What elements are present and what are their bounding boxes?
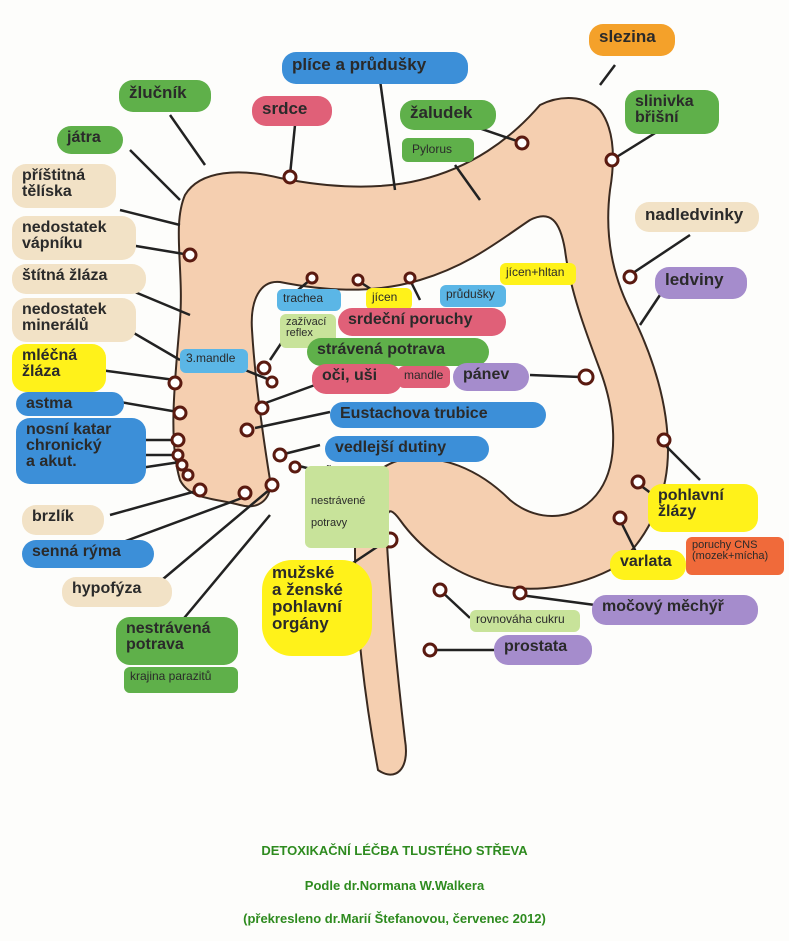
label-nadledvinky: nadledvinky <box>635 202 759 232</box>
label-srdecni: srdeční poruchy <box>338 308 506 336</box>
label-jicen: jícen <box>366 288 412 310</box>
label-panev: pánev <box>453 363 529 391</box>
label-varlata: varlata <box>610 550 686 580</box>
label-pylorus: Pylorus <box>402 138 474 162</box>
label-hypofyza: hypofýza <box>62 577 172 607</box>
footer-credit: (překresleno dr.Marií Štefanovou, červen… <box>243 911 546 926</box>
label-pristitna: příštitná tělíska <box>12 164 116 208</box>
footer-title: DETOXIKAČNÍ LÉČBA TLUSTÉHO STŘEVA <box>261 843 528 858</box>
label-jicen-hltan: jícen+hltan <box>500 263 576 285</box>
label-eustachova: Eustachova trubice <box>330 402 546 428</box>
footer-author: Podle dr.Normana W.Walkera <box>304 878 485 893</box>
label-slinivka: slinivka břišní <box>625 90 719 134</box>
label-nestravena-potrava: nestrávená potrava <box>116 617 238 665</box>
label-prudusky: průdušky <box>440 285 506 307</box>
label-vapnik: nedostatek vápníku <box>12 216 136 260</box>
label-ledviny: ledviny <box>655 267 747 299</box>
label-mocovy: močový měchýř <box>592 595 758 625</box>
label-senna: senná rýma <box>22 540 154 568</box>
label-brzlik: brzlík <box>22 505 104 535</box>
label-muzske: mužské a ženské pohlavní orgány <box>262 560 372 656</box>
label-zlucnik: žlučník <box>119 80 211 112</box>
label-zaludek: žaludek <box>400 100 496 130</box>
label-parazitu: krajina parazitů <box>124 667 238 693</box>
label-slezina: slezina <box>589 24 675 56</box>
label-mlecna: mléčná žláza <box>12 344 106 392</box>
label-katar: nosní katar chronický a akut. <box>16 418 146 484</box>
label-prostata: prostata <box>494 635 592 665</box>
label-dutiny: vedlejší dutiny <box>325 436 489 462</box>
label-mandle: mandle <box>398 366 450 388</box>
label-mineraly: nedostatek minerálů <box>12 298 136 342</box>
label-stitna: štítná žláza <box>12 264 146 294</box>
label-rovnovaha: rovnováha cukru <box>470 610 580 632</box>
label-plice: plíce a průdušky <box>282 52 468 84</box>
label-pohlavni-zlazy: pohlavní žlázy <box>648 484 758 532</box>
label-jatra: játra <box>57 126 123 154</box>
label-mandle3: 3.mandle <box>180 349 248 373</box>
label-astma: astma <box>16 392 124 416</box>
label-trachea: trachea <box>277 289 341 311</box>
label-oci: oči, uši <box>312 364 402 394</box>
label-cns: poruchy CNS (mozek+mícha) <box>686 537 784 575</box>
label-stravena: strávená potrava <box>307 338 489 366</box>
label-nestravene-potravy: nestrávené potravy <box>305 466 389 548</box>
label-srdce: srdce <box>252 96 332 126</box>
